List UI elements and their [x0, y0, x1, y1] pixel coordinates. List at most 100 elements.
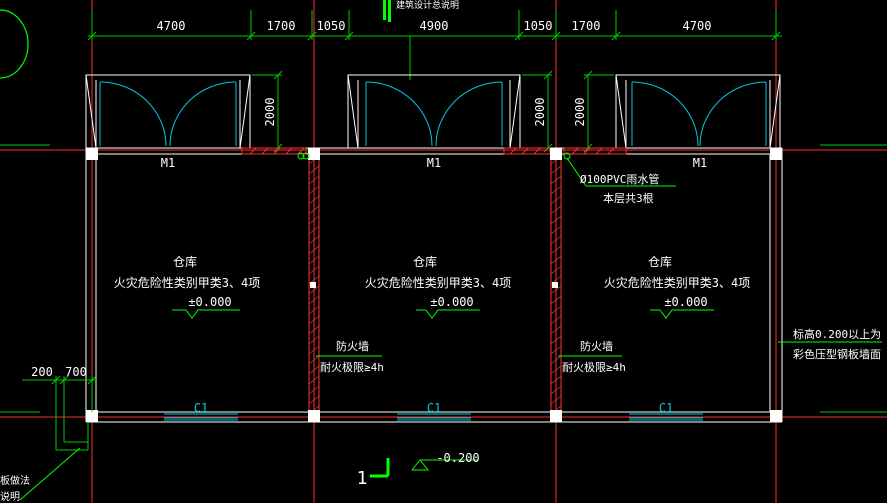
dim-left-200: 200: [31, 365, 53, 379]
hatch-line: [550, 235, 562, 245]
hatch-line: [308, 385, 320, 395]
dim-top-6: 1700: [572, 19, 601, 33]
hatch-line: [550, 245, 562, 255]
rain-pipe-symbols: [297, 152, 571, 160]
hatch-line: [550, 355, 562, 365]
hatch-line: [308, 395, 320, 405]
left-dimension-lines: [22, 375, 97, 451]
room-elevation-1: ±0.000: [188, 295, 231, 309]
door-depth-dimensions: [252, 70, 614, 153]
edge-lines: [0, 144, 887, 413]
hatch-line: [550, 175, 562, 185]
hatch-line: [550, 265, 562, 275]
window-label-1: C1: [194, 401, 208, 415]
bottom-left-leader: [19, 447, 81, 501]
section-mark-symbol: [370, 458, 390, 478]
top-axis-marks: [383, 0, 391, 22]
door-label-1: M1: [161, 156, 175, 170]
wall-marker: [310, 282, 316, 288]
door-canopies: [85, 74, 781, 149]
axis-bubble-arc: [0, 9, 29, 79]
room-elevation-2: ±0.000: [430, 295, 473, 309]
door-label-3: M1: [693, 156, 707, 170]
hatch-line: [308, 165, 320, 175]
top-dimension-line: [87, 0, 782, 41]
ground-elevation: -0.200: [436, 451, 479, 465]
bottom-left-note-2: 说明: [0, 490, 20, 503]
hatch-line: [550, 375, 562, 385]
room-hazard-3: 火灾危险性类别甲类3、4项: [604, 275, 750, 290]
hatch-line: [550, 365, 562, 375]
firewall-title-2: 防火墙: [580, 339, 613, 353]
hatch-line: [308, 225, 320, 235]
hatch-line: [308, 345, 320, 355]
firewall-title-1: 防火墙: [336, 339, 369, 353]
hatch-line: [550, 255, 562, 265]
header-note: 建筑设计总说明: [396, 0, 459, 11]
hatch-line: [550, 285, 562, 295]
window-label-2: C1: [427, 401, 441, 415]
room-hazard-1: 火灾危险性类别甲类3、4项: [114, 275, 260, 290]
hatch-line: [550, 335, 562, 345]
door-swings: [99, 81, 767, 147]
pipe-note-leader: [566, 157, 676, 187]
hatch-line: [550, 305, 562, 315]
hatch-line: [308, 195, 320, 205]
firewall-rating-2: 耐火极限≥4h: [562, 360, 626, 374]
hatch-line: [550, 315, 562, 325]
wall-marker: [552, 282, 558, 288]
room-name-1: 仓库: [173, 254, 197, 269]
dim-left-700: 700: [65, 365, 87, 379]
hatch-line: [308, 235, 320, 245]
hatch-line: [308, 285, 320, 295]
hatch-line: [550, 165, 562, 175]
dim-top-1: 4700: [157, 19, 186, 33]
dim-door-depth-1: 2000: [263, 98, 277, 127]
structural-columns: [86, 148, 782, 422]
hatch-line: [550, 295, 562, 305]
dim-door-depth-2: 2000: [533, 98, 547, 127]
hatch-line: [550, 195, 562, 205]
section-mark-label: 1: [357, 468, 368, 489]
dim-top-4: 4900: [420, 19, 449, 33]
hatch-line: [308, 335, 320, 345]
window-label-3: C1: [659, 401, 673, 415]
dim-top-7: 4700: [683, 19, 712, 33]
right-note-line1: 标高0.200以上为: [793, 327, 881, 341]
hatch-line: [308, 175, 320, 185]
room-hazard-2: 火灾危险性类别甲类3、4项: [365, 275, 511, 290]
hatch-line: [308, 205, 320, 215]
hatch-line: [308, 355, 320, 365]
hatch-line: [550, 325, 562, 335]
dim-top-5: 1050: [524, 19, 553, 33]
hatch-line: [550, 225, 562, 235]
hatch-line: [308, 245, 320, 255]
room-name-3: 仓库: [648, 254, 672, 269]
hatch-line: [308, 305, 320, 315]
hatch-line: [308, 215, 320, 225]
hatch-line: [308, 295, 320, 305]
hatch-line: [550, 385, 562, 395]
hatch-line: [550, 345, 562, 355]
right-note-line2: 彩色压型钢板墙面: [793, 347, 881, 361]
hatch-line: [308, 325, 320, 335]
pipe-note-line2: 本层共3根: [603, 191, 654, 205]
hatch-line: [550, 395, 562, 405]
fire-wall-hatch-lines: [308, 155, 562, 415]
hatch-line: [308, 185, 320, 195]
room-name-2: 仓库: [413, 254, 437, 269]
dim-top-3: 1050: [317, 19, 346, 33]
hatch-line: [308, 255, 320, 265]
windows: [164, 413, 703, 421]
door-label-2: M1: [427, 156, 441, 170]
hatch-line: [550, 215, 562, 225]
exterior-walls: [85, 147, 783, 423]
hatch-line: [550, 185, 562, 195]
firewall-rating-1: 耐火极限≥4h: [320, 360, 384, 374]
hatch-line: [308, 315, 320, 325]
hatch-line: [550, 205, 562, 215]
dim-door-depth-3: 2000: [573, 98, 587, 127]
room-elevation-3: ±0.000: [664, 295, 707, 309]
